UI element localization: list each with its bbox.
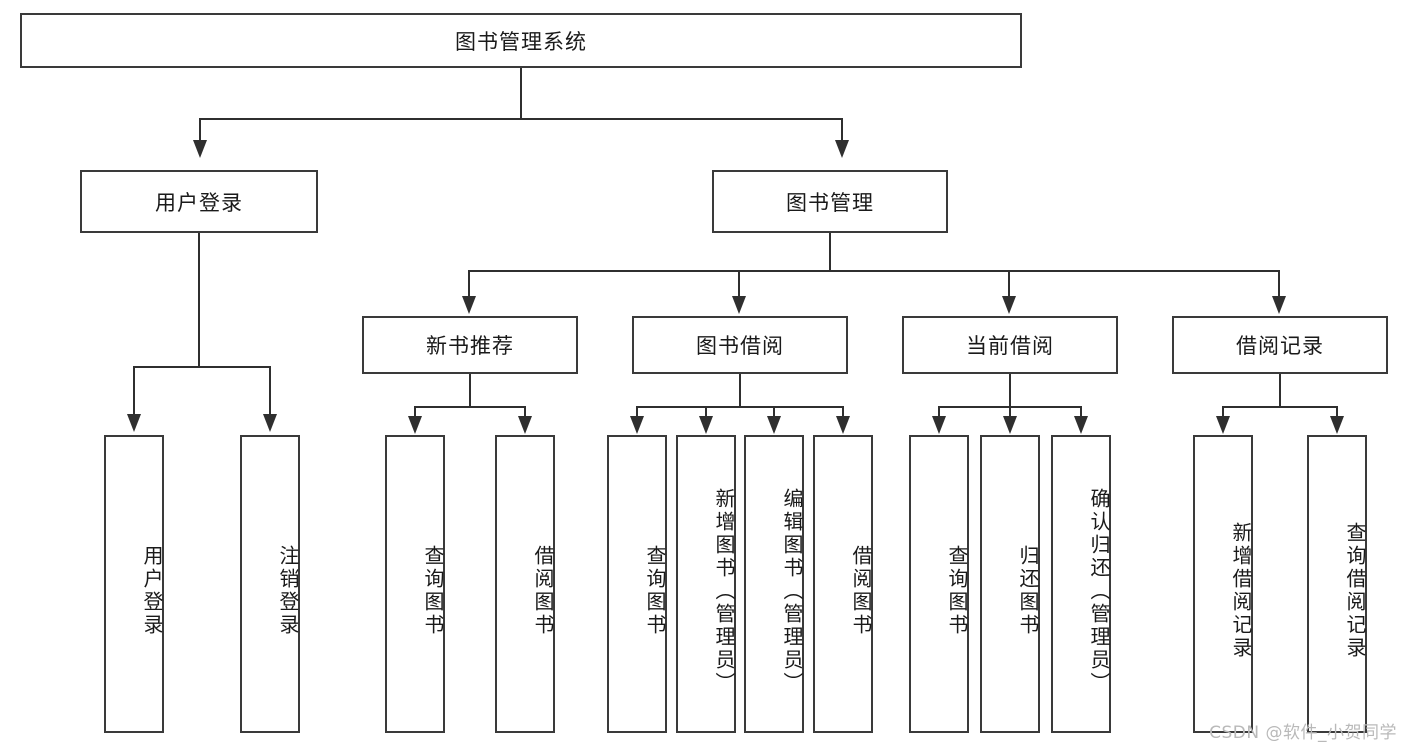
- connector-bm-to-new-book-recommend: [468, 270, 470, 298]
- arrow-br-to-leaf-1: [1330, 416, 1344, 434]
- node-label: 注销登录: [276, 545, 300, 637]
- node-label: 当前借阅: [966, 334, 1054, 358]
- connector-user-login-to-leaf-0: [133, 366, 135, 416]
- node-label: 用户登录: [155, 190, 243, 215]
- node-label: 新增图书（管理员）: [712, 487, 736, 695]
- node-label: 新增借阅记录: [1229, 522, 1253, 660]
- connector-bb-bus: [636, 406, 844, 408]
- arrow-bb-to-leaf-1: [699, 416, 713, 434]
- node-label: 确认归还（管理员）: [1087, 487, 1111, 695]
- node-label: 查询借阅记录: [1343, 522, 1367, 660]
- leaf-book-borrow-3[interactable]: 借阅图书: [813, 435, 873, 733]
- node-book-management[interactable]: 图书管理: [712, 170, 948, 233]
- node-user-login[interactable]: 用户登录: [80, 170, 318, 233]
- node-label: 查询图书: [643, 545, 667, 637]
- node-current-borrow[interactable]: 当前借阅: [902, 316, 1118, 374]
- connector-br-to-leaf-1: [1336, 406, 1338, 418]
- connector-bm-to-current-borrow: [1008, 270, 1010, 298]
- connector-root-stem: [520, 68, 522, 118]
- arrow-bm-to-current-borrow: [1002, 296, 1016, 314]
- node-label: 用户登录: [140, 545, 164, 637]
- connector-user-login-stem: [198, 233, 200, 366]
- connector-bb-to-leaf-3: [842, 406, 844, 418]
- arrow-root-to-user-login: [193, 140, 207, 158]
- connector-br-bus: [1222, 406, 1338, 408]
- leaf-borrow-record-0[interactable]: 新增借阅记录: [1193, 435, 1253, 733]
- leaf-book-borrow-1[interactable]: 新增图书（管理员）: [676, 435, 736, 733]
- connector-cb-to-leaf-0: [938, 406, 940, 418]
- arrow-root-to-book-management: [835, 140, 849, 158]
- node-label: 查询图书: [421, 545, 445, 637]
- node-label: 归还图书: [1016, 545, 1040, 637]
- node-label: 图书管理: [786, 190, 874, 215]
- connector-bb-to-leaf-2: [773, 406, 775, 418]
- arrow-user-login-to-leaf-1: [263, 414, 277, 432]
- connector-cb-to-leaf-2: [1080, 406, 1082, 418]
- node-label: 借阅图书: [531, 545, 555, 637]
- arrow-cb-to-leaf-2: [1074, 416, 1088, 434]
- leaf-book-borrow-0[interactable]: 查询图书: [607, 435, 667, 733]
- arrow-bm-to-new-book-recommend: [462, 296, 476, 314]
- connector-bm-to-book-borrow: [738, 270, 740, 298]
- connector-user-login-to-leaf-1: [269, 366, 271, 416]
- leaf-borrow-record-1[interactable]: 查询借阅记录: [1307, 435, 1367, 733]
- leaf-book-borrow-2[interactable]: 编辑图书（管理员）: [744, 435, 804, 733]
- node-label: 借阅记录: [1236, 334, 1324, 358]
- arrow-br-to-leaf-0: [1216, 416, 1230, 434]
- node-borrow-record[interactable]: 借阅记录: [1172, 316, 1388, 374]
- connector-bm-to-borrow-record: [1278, 270, 1280, 298]
- leaf-user-login-0[interactable]: 用户登录: [104, 435, 164, 733]
- connector-nbr-to-leaf-0: [414, 406, 416, 418]
- arrow-user-login-to-leaf-0: [127, 414, 141, 432]
- arrow-bb-to-leaf-3: [836, 416, 850, 434]
- connector-nbr-to-leaf-1: [524, 406, 526, 418]
- node-label: 图书借阅: [696, 334, 784, 358]
- node-label: 查询图书: [945, 545, 969, 637]
- arrow-bm-to-borrow-record: [1272, 296, 1286, 314]
- connector-cb-stem: [1009, 374, 1011, 406]
- csdn-watermark: CSDN @软件_小贺同学: [1209, 723, 1397, 743]
- connector-bb-to-leaf-0: [636, 406, 638, 418]
- connector-root-to-user-login: [199, 118, 201, 140]
- connector-bb-to-leaf-1: [705, 406, 707, 418]
- node-label: 新书推荐: [426, 334, 514, 358]
- connector-book-management-stem: [829, 233, 831, 270]
- connector-cb-to-leaf-1: [1009, 406, 1011, 418]
- connector-user-login-bus: [133, 366, 270, 368]
- connector-nbr-bus: [414, 406, 526, 408]
- connector-bb-stem: [739, 374, 741, 406]
- leaf-current-borrow-2[interactable]: 确认归还（管理员）: [1051, 435, 1111, 733]
- node-book-borrow[interactable]: 图书借阅: [632, 316, 848, 374]
- arrow-cb-to-leaf-1: [1003, 416, 1017, 434]
- connector-book-management-bus: [468, 270, 1280, 272]
- arrow-nbr-to-leaf-0: [408, 416, 422, 434]
- node-label: 图书管理系统: [455, 29, 587, 54]
- node-label: 借阅图书: [849, 545, 873, 637]
- arrow-bm-to-book-borrow: [732, 296, 746, 314]
- leaf-current-borrow-0[interactable]: 查询图书: [909, 435, 969, 733]
- arrow-nbr-to-leaf-1: [518, 416, 532, 434]
- connector-root-to-book-management: [841, 118, 843, 140]
- connector-nbr-stem: [469, 374, 471, 406]
- arrow-bb-to-leaf-0: [630, 416, 644, 434]
- node-label: 编辑图书（管理员）: [780, 487, 804, 695]
- connector-br-to-leaf-0: [1222, 406, 1224, 418]
- arrow-bb-to-leaf-2: [767, 416, 781, 434]
- connector-br-stem: [1279, 374, 1281, 406]
- node-new-book-recommend[interactable]: 新书推荐: [362, 316, 578, 374]
- node-root-book-management-system[interactable]: 图书管理系统: [20, 13, 1022, 68]
- arrow-cb-to-leaf-0: [932, 416, 946, 434]
- connector-root-bus: [199, 118, 843, 120]
- leaf-current-borrow-1[interactable]: 归还图书: [980, 435, 1040, 733]
- leaf-new-book-recommend-0[interactable]: 查询图书: [385, 435, 445, 733]
- leaf-new-book-recommend-1[interactable]: 借阅图书: [495, 435, 555, 733]
- leaf-user-login-1[interactable]: 注销登录: [240, 435, 300, 733]
